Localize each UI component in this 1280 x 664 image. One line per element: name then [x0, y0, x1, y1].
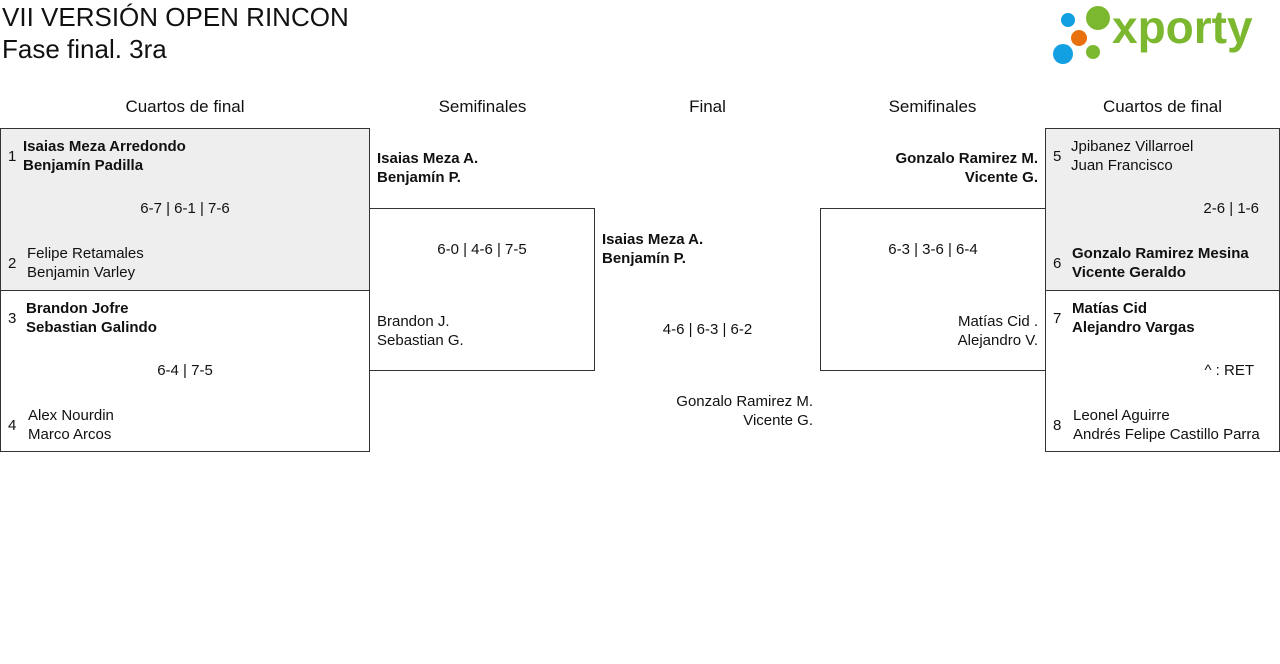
column-header-qf-left: Cuartos de final: [125, 97, 245, 116]
team-loser: Matías Cid .Alejandro V.: [957, 313, 1038, 349]
logo-text: xporty: [1112, 1, 1253, 53]
match-score: 6-7 | 6-1 | 7-6: [140, 200, 230, 217]
seed-number: 6: [1053, 255, 1062, 272]
match-score: ^ : RET: [1204, 362, 1254, 379]
column-header-qf-right: Cuartos de final: [1102, 97, 1223, 116]
match-score: 6-3 | 3-6 | 6-4: [888, 241, 978, 258]
final-winner: Isaias Meza A.Benjamín P.: [602, 231, 704, 267]
seed-number: 2: [8, 255, 17, 272]
xporty-logo: xporty: [1050, 1, 1276, 66]
seed-number: 1: [8, 148, 17, 165]
final-runner-up: Gonzalo Ramirez M.Vicente G.: [676, 393, 813, 429]
seed-number: 8: [1053, 417, 1062, 434]
logo-dots-icon: [1053, 6, 1110, 64]
sf-left-winner: Isaias Meza A.Benjamín P.: [377, 150, 479, 186]
seed-number: 3: [8, 310, 17, 327]
match-score: 6-0 | 4-6 | 7-5: [437, 241, 527, 258]
team-loser: Brandon J.Sebastian G.: [377, 313, 464, 349]
sf-right-winner: Gonzalo Ramirez M.Vicente G.: [895, 150, 1038, 186]
seed-number: 7: [1053, 310, 1062, 327]
match-sf-right[interactable]: 6-3 | 3-6 | 6-4 Matías Cid .Alejandro V.: [820, 208, 1046, 371]
seed-number: 4: [8, 417, 17, 434]
final-score: 4-6 | 6-3 | 6-2: [662, 321, 753, 338]
match-score: 6-4 | 7-5: [157, 362, 213, 379]
phase-subtitle: Fase final. 3ra: [2, 34, 167, 64]
match-sf-left[interactable]: 6-0 | 4-6 | 7-5 Brandon J.Sebastian G.: [369, 208, 595, 371]
seed-number: 5: [1053, 148, 1062, 165]
tournament-title: VII VERSIÓN OPEN RINCON: [2, 2, 349, 32]
match-score: 2-6 | 1-6: [1203, 200, 1259, 217]
column-header-sf-left: Semifinales: [438, 97, 527, 116]
column-header-final: Final: [689, 97, 726, 116]
column-header-sf-right: Semifinales: [888, 97, 977, 116]
